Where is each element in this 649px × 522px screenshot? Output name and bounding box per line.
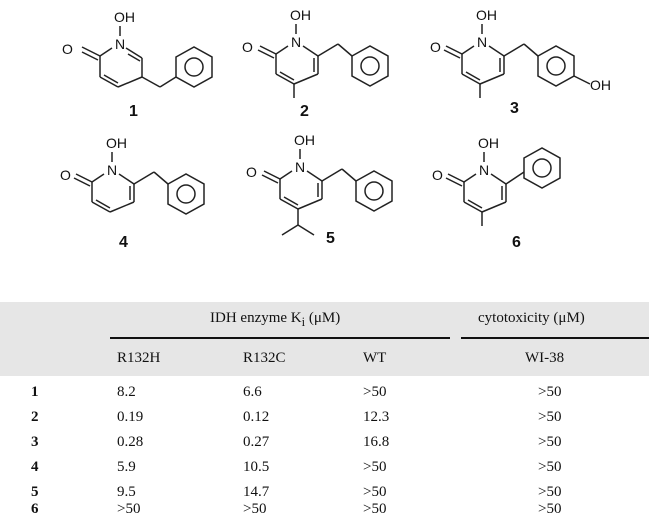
cell-1-r132h: 8.2	[117, 384, 136, 400]
cell-2-r132c: 0.12	[243, 409, 270, 425]
structure-compound-1: OH N O	[62, 9, 213, 88]
column-header-wi38: WI-38	[525, 350, 565, 366]
cell-4-r132c: 10.5	[243, 459, 270, 475]
cell-6-r132h: >50	[117, 501, 141, 517]
atom-n: N	[107, 162, 117, 178]
cell-4-wi38: >50	[538, 459, 562, 475]
atom-o: O	[60, 167, 71, 183]
cell-4-r132h: 5.9	[117, 459, 136, 475]
cell-6-wt: >50	[363, 501, 387, 517]
row-label-6: 6	[31, 501, 39, 517]
atom-n: N	[291, 34, 301, 50]
compound-number-2: 2	[300, 103, 309, 120]
row-label-1: 1	[31, 384, 39, 400]
cell-1-wi38: >50	[538, 384, 562, 400]
atom-oh-para: OH	[590, 77, 611, 93]
structure-compound-5: OH N O	[246, 132, 393, 236]
header-group-idh-ki: IDH enzyme Ki (μM)	[210, 310, 340, 330]
row-label-2: 2	[31, 409, 39, 425]
cell-6-r132c: >50	[243, 501, 267, 517]
header-subscript: i	[301, 315, 306, 329]
column-header-wt: WT	[363, 350, 387, 366]
cell-5-r132c: 14.7	[243, 484, 270, 500]
header-rule-idh	[110, 337, 450, 339]
cell-3-r132h: 0.28	[117, 434, 144, 450]
cell-3-r132c: 0.27	[243, 434, 270, 450]
structure-compound-3: OH N O OH	[430, 7, 611, 98]
structure-compound-6: OH N O	[432, 135, 561, 226]
cell-2-r132h: 0.19	[117, 409, 144, 425]
cell-1-wt: >50	[363, 384, 387, 400]
atom-oh: OH	[106, 135, 127, 151]
atom-o: O	[430, 39, 441, 55]
atom-n: N	[477, 34, 487, 50]
row-label-4: 4	[31, 459, 39, 475]
cell-6-wi38: >50	[538, 501, 562, 517]
compound-number-5: 5	[326, 230, 335, 247]
cell-3-wi38: >50	[538, 434, 562, 450]
table-header-band	[0, 302, 649, 376]
cell-5-wt: >50	[363, 484, 387, 500]
row-label-5: 5	[31, 484, 39, 500]
atom-o: O	[62, 41, 73, 57]
header-group-idh-unit: (μM)	[308, 310, 341, 326]
structure-compound-2: OH N O	[242, 7, 389, 98]
row-label-3: 3	[31, 434, 39, 450]
atom-oh: OH	[114, 9, 135, 25]
structure-compound-4: OH N O	[60, 135, 205, 215]
header-rule-cytotoxicity	[461, 337, 649, 339]
column-header-r132c: R132C	[243, 350, 286, 366]
cell-1-r132c: 6.6	[243, 384, 262, 400]
cell-2-wt: 12.3	[363, 409, 390, 425]
column-header-r132h: R132H	[117, 350, 161, 366]
compound-number-1: 1	[129, 103, 138, 120]
atom-n: N	[295, 159, 305, 175]
header-group-cytotoxicity: cytotoxicity (μM)	[478, 310, 585, 326]
atom-oh: OH	[290, 7, 311, 23]
cell-2-wi38: >50	[538, 409, 562, 425]
atom-oh: OH	[476, 7, 497, 23]
atom-oh: OH	[478, 135, 499, 151]
atom-o: O	[242, 39, 253, 55]
cell-4-wt: >50	[363, 459, 387, 475]
header-group-idh-text: IDH enzyme K	[210, 310, 302, 326]
cell-3-wt: 16.8	[363, 434, 390, 450]
compound-number-6: 6	[512, 234, 521, 251]
compound-number-3: 3	[510, 100, 519, 117]
atom-oh: OH	[294, 132, 315, 148]
compound-number-4: 4	[119, 234, 128, 251]
atom-n: N	[479, 162, 489, 178]
atom-o: O	[432, 167, 443, 183]
cell-5-wi38: >50	[538, 484, 562, 500]
cell-5-r132h: 9.5	[117, 484, 136, 500]
atom-n: N	[115, 36, 125, 52]
atom-o: O	[246, 164, 257, 180]
